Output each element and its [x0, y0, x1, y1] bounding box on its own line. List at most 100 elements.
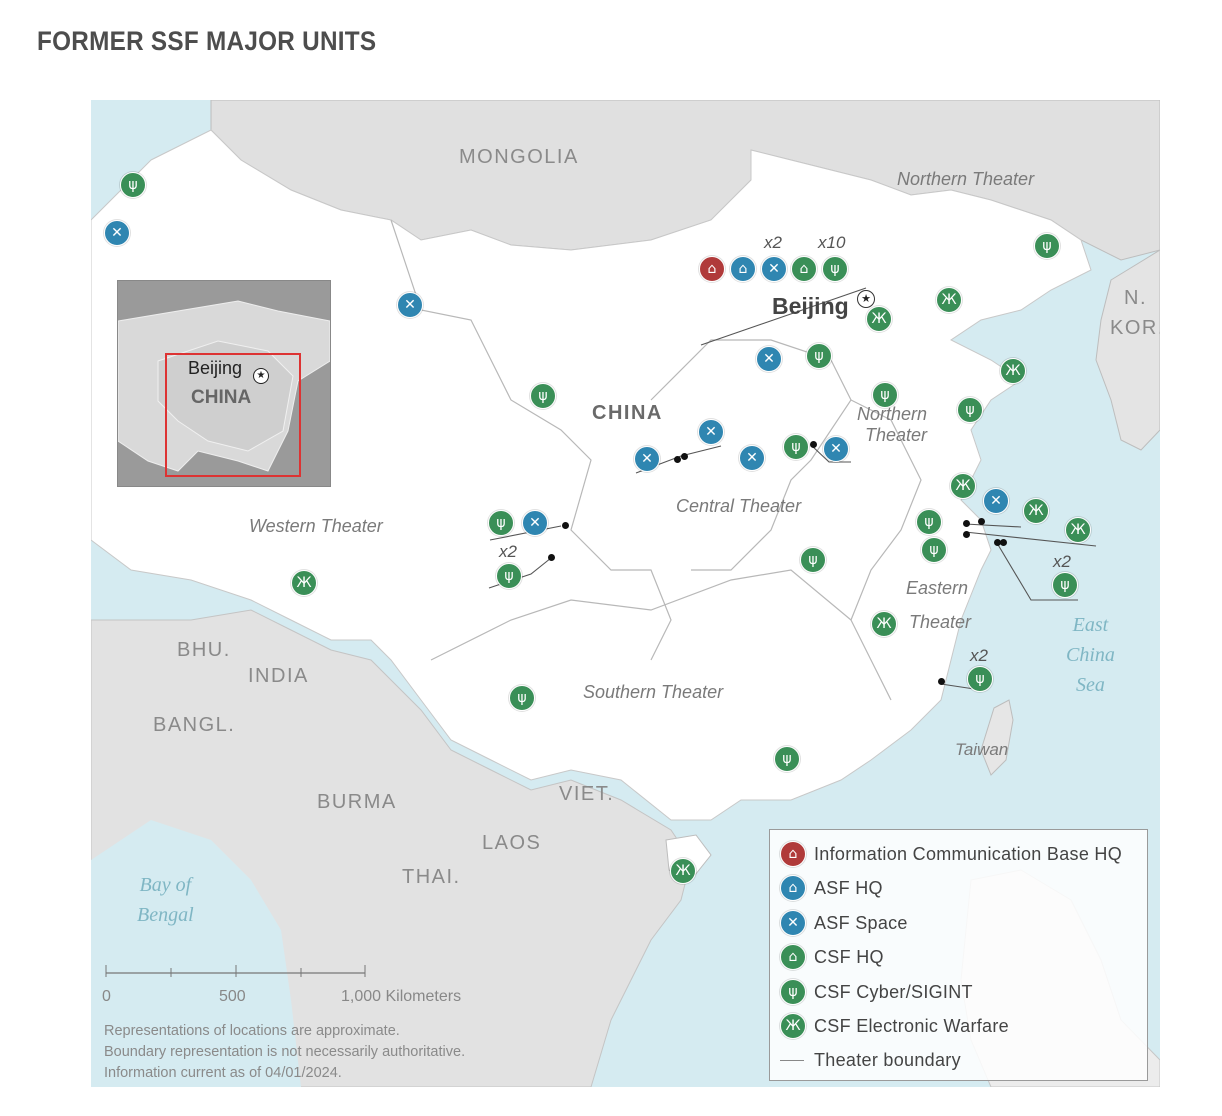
taiwan-land	[980, 699, 1014, 776]
csf-cyber-icon[interactable]: ψ	[957, 397, 983, 423]
icb-hq-icon[interactable]: ⌂	[699, 256, 725, 282]
boundary-line-swatch	[780, 1059, 804, 1061]
radar-icon: Ж	[780, 1013, 806, 1039]
asf-space-icon[interactable]: ✕	[983, 488, 1009, 514]
csf-ew-icon[interactable]: Ж	[1000, 358, 1026, 384]
legend-label: CSF Cyber/SIGINT	[814, 981, 973, 1002]
inset-locator-map: Beijing ★ CHINA	[117, 280, 331, 487]
sea-label-bengal-1: Bay of	[139, 874, 192, 896]
country-label-taiwan: Taiwan	[955, 740, 1009, 759]
csf-cyber-icon[interactable]: ψ	[120, 172, 146, 198]
capital-star-icon: ★	[857, 290, 875, 308]
theater-label-eastern-1: Eastern	[906, 578, 969, 598]
csf-cyber-icon[interactable]: ψ	[509, 685, 535, 711]
legend-item-theater-boundary: Theater boundary	[780, 1045, 961, 1075]
scale-bar-line	[105, 965, 366, 977]
sea-label-east-china-2: China	[1066, 644, 1115, 666]
location-dot	[938, 678, 945, 685]
location-dot	[810, 441, 817, 448]
csf-cyber-icon[interactable]: ψ	[916, 509, 942, 535]
csf-hq-icon[interactable]: ⌂	[791, 256, 817, 282]
multiplier-cyber-beijing: x10	[818, 233, 846, 252]
asf-space-icon[interactable]: ✕	[698, 419, 724, 445]
csf-cyber-icon[interactable]: ψ	[800, 547, 826, 573]
csf-ew-icon[interactable]: Ж	[291, 570, 317, 596]
csf-cyber-icon[interactable]: ψ	[530, 383, 556, 409]
scale-bar: 0 500 1,000 Kilometers	[102, 963, 461, 1005]
antenna-icon: ψ	[780, 979, 806, 1005]
country-label-thailand: THAI.	[402, 866, 461, 888]
csf-ew-icon[interactable]: Ж	[871, 611, 897, 637]
inset-country-label: CHINA	[191, 387, 252, 408]
country-label-india: INDIA	[248, 665, 309, 687]
csf-ew-icon[interactable]: Ж	[1065, 517, 1091, 543]
csf-cyber-icon[interactable]: ψ	[1052, 572, 1078, 598]
scale-tick-1000: 1,000 Kilometers	[341, 988, 462, 1005]
csf-cyber-icon[interactable]: ψ	[806, 343, 832, 369]
location-dot	[674, 456, 681, 463]
csf-cyber-icon[interactable]: ψ	[783, 434, 809, 460]
legend-label: ASF HQ	[814, 877, 883, 898]
csf-cyber-icon[interactable]: ψ	[967, 666, 993, 692]
legend-label: CSF Electronic Warfare	[814, 1015, 1009, 1036]
legend-item-icb-hq: ⌂ Information Communication Base HQ	[780, 839, 1122, 869]
multiplier-western: x2	[499, 542, 517, 561]
location-dot	[681, 453, 688, 460]
csf-cyber-icon[interactable]: ψ	[774, 746, 800, 772]
csf-cyber-icon[interactable]: ψ	[1034, 233, 1060, 259]
legend-label: CSF HQ	[814, 946, 884, 967]
scale-tick-500: 500	[219, 988, 246, 1005]
country-label-bhutan: BHU.	[177, 639, 231, 661]
location-dot	[994, 539, 1001, 546]
location-dot	[548, 554, 555, 561]
country-label-vietnam: VIET.	[559, 783, 615, 805]
location-dot	[1000, 539, 1007, 546]
map-base	[91, 100, 1160, 1087]
location-dot	[978, 518, 985, 525]
asf-space-icon[interactable]: ✕	[761, 256, 787, 282]
hq-building-icon: ⌂	[780, 875, 806, 901]
csf-ew-icon[interactable]: Ж	[1023, 498, 1049, 524]
city-label-beijing: Beijing	[772, 293, 849, 319]
legend-label: Theater boundary	[814, 1049, 961, 1070]
csf-ew-icon[interactable]: Ж	[950, 473, 976, 499]
asf-space-icon[interactable]: ✕	[634, 446, 660, 472]
csf-ew-icon[interactable]: Ж	[866, 306, 892, 332]
country-label-bangladesh: BANGL.	[153, 714, 236, 736]
theater-label-eastern-2: Theater	[909, 612, 972, 632]
asf-space-icon[interactable]: ✕	[104, 220, 130, 246]
sea-label-bengal: Bay of Bengal	[137, 870, 194, 930]
map: MONGOLIA CHINA N. KOR. BHU. INDIA BANGL.…	[91, 100, 1160, 1087]
legend: ⌂ Information Communication Base HQ ⌂ AS…	[769, 829, 1148, 1081]
inset-capital-star-icon: ★	[253, 368, 269, 384]
asf-space-icon[interactable]: ✕	[739, 445, 765, 471]
map-notes: Representations of locations are approxi…	[104, 1021, 465, 1084]
asf-hq-icon[interactable]: ⌂	[730, 256, 756, 282]
theater-boundary-west	[390, 219, 672, 661]
asf-space-icon[interactable]: ✕	[823, 436, 849, 462]
bengal-water	[91, 820, 301, 1087]
csf-cyber-icon[interactable]: ψ	[872, 382, 898, 408]
legend-item-csf-ew: Ж CSF Electronic Warfare	[780, 1011, 1009, 1041]
theater-label-northern-top: Northern Theater	[897, 169, 1035, 189]
asf-space-icon[interactable]: ✕	[756, 346, 782, 372]
country-label-china: CHINA	[592, 402, 663, 424]
page-title: FORMER SSF MAJOR UNITS	[37, 26, 377, 56]
asf-space-icon[interactable]: ✕	[397, 292, 423, 318]
csf-cyber-icon[interactable]: ψ	[822, 256, 848, 282]
csf-cyber-icon[interactable]: ψ	[496, 563, 522, 589]
sea-label-bengal-2: Bengal	[137, 904, 194, 926]
note-line-3: Information current as of 04/01/2024.	[104, 1065, 342, 1081]
theater-boundary-south	[430, 569, 852, 661]
sea-label-east-china-1: East	[1072, 614, 1109, 636]
theater-boundary-central	[650, 339, 852, 571]
csf-cyber-icon[interactable]: ψ	[488, 510, 514, 536]
csf-cyber-icon[interactable]: ψ	[921, 537, 947, 563]
legend-label: ASF Space	[814, 912, 908, 933]
csf-ew-icon[interactable]: Ж	[670, 858, 696, 884]
country-label-north-korea-1: N.	[1124, 287, 1147, 309]
asf-space-icon[interactable]: ✕	[522, 510, 548, 536]
legend-label: Information Communication Base HQ	[814, 843, 1123, 864]
sea-label-east-china-3: Sea	[1076, 674, 1105, 696]
csf-ew-icon[interactable]: Ж	[936, 287, 962, 313]
